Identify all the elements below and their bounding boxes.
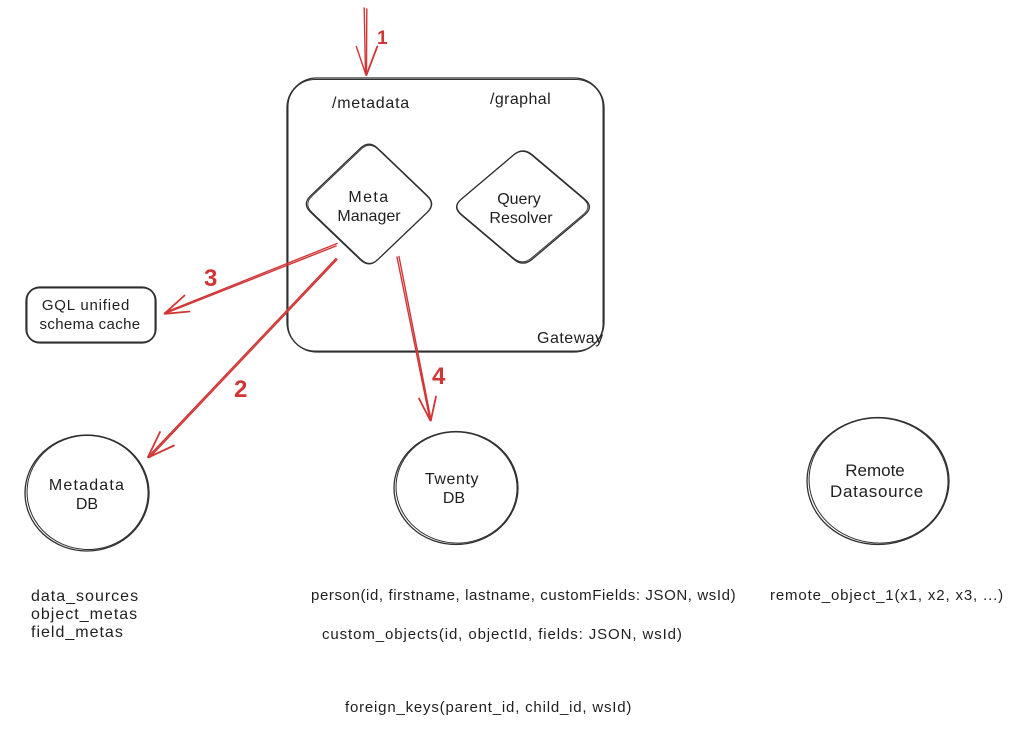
svg-text:Resolver: Resolver [489, 210, 553, 227]
svg-text:custom_objects(id, objectId, f: custom_objects(id, objectId, fields: JSO… [322, 626, 683, 643]
svg-text:1: 1 [377, 28, 388, 49]
svg-text:object_metas: object_metas [31, 606, 138, 623]
svg-text:data_sources: data_sources [31, 588, 139, 605]
svg-text:DB: DB [443, 490, 465, 507]
svg-text:GQL unified: GQL unified [42, 297, 130, 314]
svg-text:remote_object_1(x1, x2, x3, ..: remote_object_1(x1, x2, x3, ...) [770, 587, 1004, 604]
svg-text:Twenty: Twenty [425, 471, 479, 488]
svg-text:person(id, firstname, lastname: person(id, firstname, lastname, customFi… [311, 587, 736, 604]
svg-text:Metadata: Metadata [49, 477, 125, 494]
svg-text:DB: DB [76, 496, 98, 513]
svg-text:Manager: Manager [337, 208, 401, 225]
svg-text:foreign_keys(parent_id, child_: foreign_keys(parent_id, child_id, wsId) [345, 699, 632, 716]
svg-text:/metadata: /metadata [332, 95, 410, 112]
svg-text:Gateway: Gateway [537, 330, 604, 347]
svg-text:4: 4 [432, 363, 446, 390]
svg-text:3: 3 [204, 265, 217, 292]
svg-text:Remote: Remote [845, 461, 905, 480]
svg-text:/graphal: /graphal [490, 91, 551, 108]
svg-text:Meta: Meta [348, 189, 389, 206]
svg-text:field_metas: field_metas [31, 624, 124, 641]
svg-text:schema cache: schema cache [40, 316, 141, 333]
svg-text:2: 2 [234, 376, 247, 403]
svg-text:Datasource: Datasource [830, 482, 924, 501]
svg-text:Query: Query [497, 191, 541, 208]
